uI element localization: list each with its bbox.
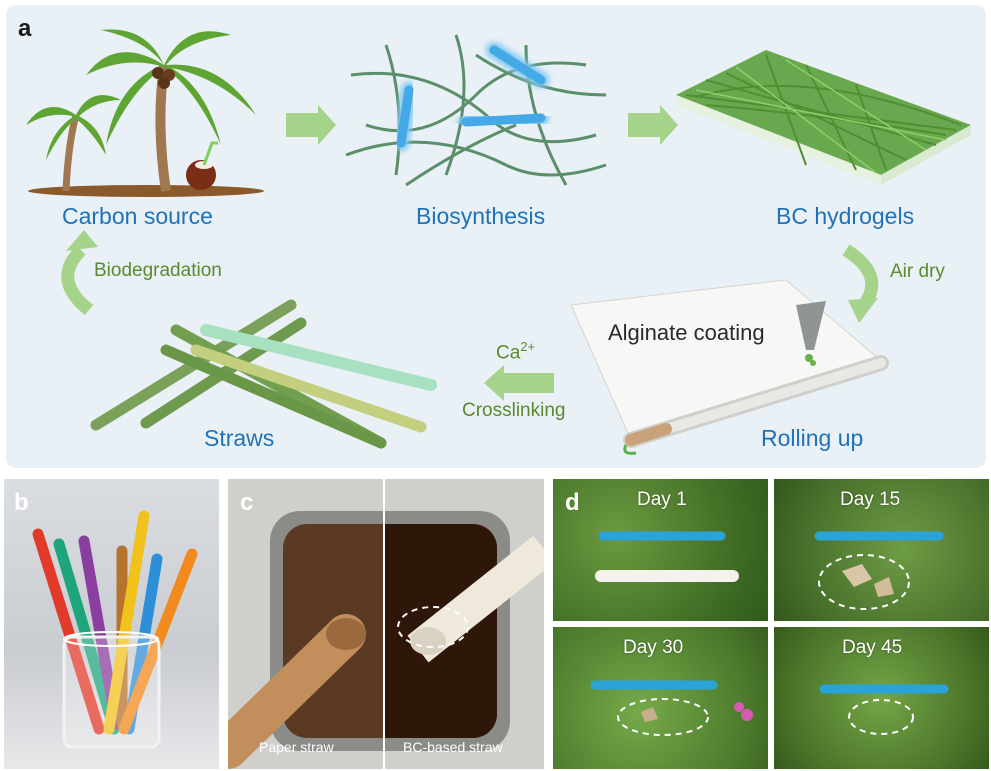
day-1-straws (595, 531, 739, 582)
crosslinking-arrow (484, 365, 554, 401)
straws-illustration (90, 299, 437, 449)
sheet-rolling-illustration (570, 279, 889, 455)
calcium-ion-label: Ca2+ (496, 339, 536, 364)
crosslinking-label: Crosslinking (462, 400, 566, 421)
panel-d-photos: Day 1 Day 15 Day 30 Day 45 d (553, 479, 989, 769)
panel-b-label: b (14, 489, 29, 516)
day-15-straw-and-fragments (814, 531, 944, 610)
panel-c-label: c (240, 489, 254, 516)
colored-straws-in-glass (32, 510, 198, 749)
day-15-label: Day 15 (840, 489, 901, 510)
paper-straw-caption: Paper straw (259, 739, 334, 755)
panel-b-photo: b (4, 479, 219, 769)
air-dry-label: Air dry (890, 261, 945, 282)
panel-a: a Carbon source Biosynthesis BC hydrogel… (6, 5, 986, 468)
palm-trees-illustration (26, 29, 264, 197)
day-1-photo: Day 1 (553, 479, 768, 621)
air-dry-arrow (842, 244, 879, 309)
panel-a-label: a (18, 15, 32, 42)
biosynthesis-label: Biosynthesis (416, 203, 546, 229)
bc-straw-caption: BC-based straw (403, 739, 503, 755)
rolling-up-label: Rolling up (761, 425, 864, 451)
day-45-photo: Day 45 (774, 627, 989, 769)
day-30-photo: Day 30 (553, 627, 768, 769)
panel-d-label: d (565, 489, 580, 516)
arrow-to-biosynthesis (286, 105, 336, 145)
biodegradation-label: Biodegradation (94, 260, 222, 281)
arrow-to-hydrogels (628, 105, 678, 145)
day-30-straw-and-fragments (590, 680, 753, 736)
day-1-label: Day 1 (637, 489, 687, 510)
panel-c-photo: c Paper straw BC-based straw (228, 479, 544, 769)
straws-label: Straws (204, 425, 275, 451)
day-30-label: Day 30 (623, 637, 684, 658)
day-45-label: Day 45 (842, 637, 903, 658)
alginate-coating-label: Alginate coating (608, 320, 765, 345)
bc-hydrogel-illustration (676, 50, 971, 185)
biosynthesis-illustration (345, 34, 607, 187)
day-45-straw (819, 684, 949, 735)
biodegradation-arrow (61, 245, 94, 316)
carbon-source-label: Carbon source (62, 203, 213, 229)
bc-hydrogels-label: BC hydrogels (776, 203, 915, 229)
day-15-photo: Day 15 (774, 479, 989, 621)
schematic-artwork (26, 29, 971, 455)
bacteria-illustration (393, 42, 549, 151)
straws-in-cola-illustration (228, 479, 544, 769)
